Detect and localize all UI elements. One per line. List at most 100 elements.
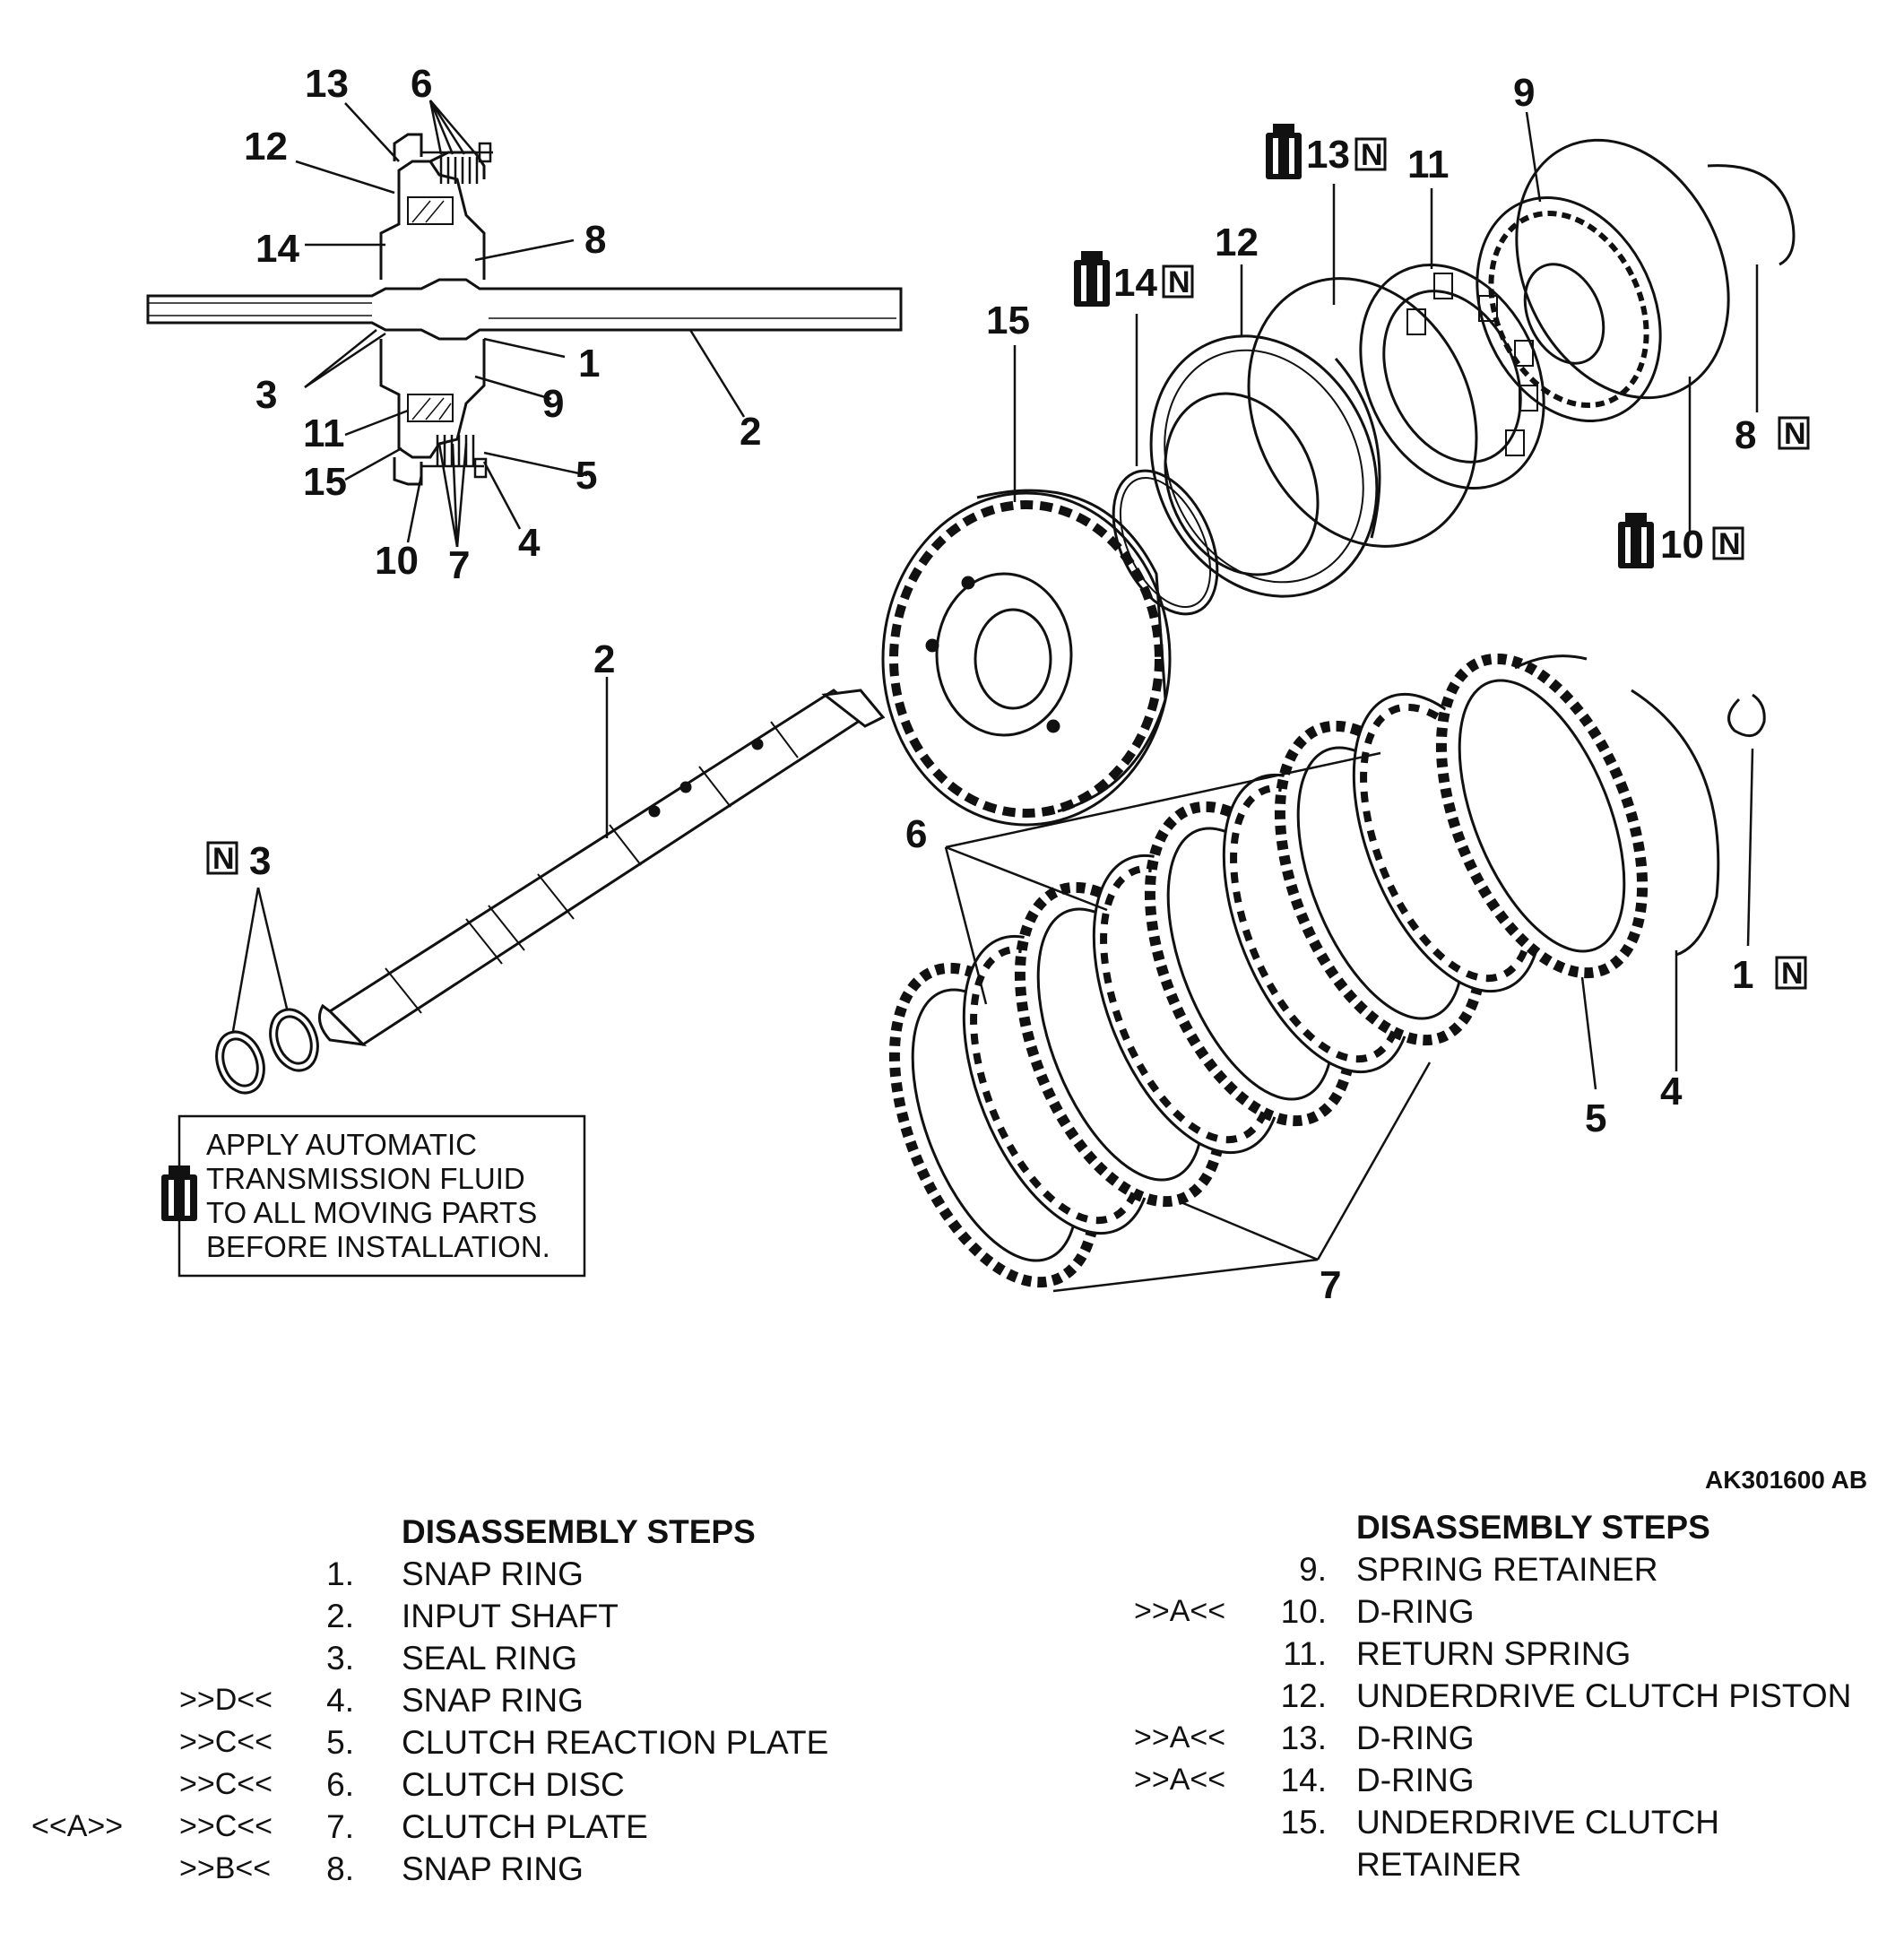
step-row: <<A>> >>C<< 7. CLUTCH PLATE: [0, 1806, 896, 1848]
step-code: >>A<<: [1134, 1763, 1226, 1797]
section-upper-clutch-pack: [421, 142, 493, 184]
step-row: 2. INPUT SHAFT: [0, 1595, 896, 1637]
section-callout-14: 14: [255, 227, 299, 271]
exploded-callout-8: 8: [1735, 413, 1756, 457]
step-number: 13.: [1280, 1720, 1327, 1756]
step-number: 12.: [1280, 1677, 1327, 1714]
step-row: RETAINER: [1112, 1843, 1900, 1885]
n-mark-3: N: [212, 842, 235, 876]
step-name: D-RING: [1356, 1720, 1475, 1756]
clutch-pack-callouts: 6 1 N 5 4 7: [905, 812, 1807, 1307]
step-row: 3. SEAL RING: [0, 1637, 896, 1679]
exploded-callout-5: 5: [1585, 1096, 1606, 1140]
step-code: >>D<<: [179, 1683, 273, 1717]
d-ring-14: [1112, 469, 1219, 616]
step-row: >>A<< 14. D-RING: [1112, 1759, 1900, 1801]
oil-can-icon: [1618, 513, 1654, 568]
step-name: RETAINER: [1356, 1846, 1522, 1883]
underdrive-clutch-retainer: [881, 489, 1172, 827]
step-code: >>C<<: [179, 1809, 273, 1843]
step-name: CLUTCH DISC: [402, 1766, 625, 1803]
exploded-callout-9: 9: [1513, 71, 1535, 115]
step-row: >>C<< 6. CLUTCH DISC: [0, 1763, 896, 1806]
section-callouts: 13 6 12 14 8 1 3 2 9 11 15 5 10 7 4: [244, 62, 761, 587]
step-name: SEAL RING: [402, 1640, 578, 1677]
step-number: 8.: [326, 1850, 354, 1887]
section-callout-3: 3: [255, 373, 277, 417]
exploded-callout-10: 10: [1660, 523, 1704, 567]
section-callout-11: 11: [303, 412, 345, 455]
step-row: >>C<< 5. CLUTCH REACTION PLATE: [0, 1721, 896, 1763]
section-callout-5: 5: [576, 454, 597, 498]
step-name: CLUTCH REACTION PLATE: [402, 1724, 829, 1761]
section-callout-9: 9: [542, 382, 564, 426]
step-number: 1.: [326, 1555, 354, 1592]
d-ring-10: [1515, 138, 1730, 400]
step-name: SNAP RING: [402, 1682, 584, 1719]
exploded-callout-2: 2: [593, 637, 615, 681]
underdrive-clutch-piston: [1149, 334, 1381, 598]
step-name: UNDERDRIVE CLUTCH: [1356, 1804, 1719, 1841]
step-name: SPRING RETAINER: [1356, 1551, 1658, 1588]
return-spring: [1359, 264, 1545, 490]
step-number: 10.: [1280, 1593, 1327, 1630]
section-callout-2: 2: [740, 410, 761, 454]
exploded-callout-4: 4: [1660, 1070, 1683, 1113]
section-callout-12: 12: [244, 125, 288, 169]
snap-ring-8: [1707, 164, 1796, 266]
step-row: 9. SPRING RETAINER: [1112, 1548, 1900, 1590]
step-name: SNAP RING: [402, 1555, 584, 1592]
clutch-pack-leaders: [944, 748, 1754, 1293]
section-callout-8: 8: [584, 218, 606, 262]
step-number: 15.: [1280, 1804, 1327, 1841]
section-callout-4: 4: [518, 521, 541, 565]
oil-can-icon: [1266, 124, 1302, 179]
spring-retainer: [1476, 196, 1662, 422]
step-name: D-RING: [1356, 1593, 1475, 1630]
note-box: APPLY AUTOMATIC TRANSMISSION FLUID TO AL…: [161, 1114, 586, 1278]
exploded-callout-6: 6: [905, 812, 927, 856]
step-code-install: <<A>>: [31, 1809, 124, 1843]
clutch-pack: [888, 653, 1649, 1288]
step-number: 6.: [326, 1766, 354, 1803]
note-line-2: TRANSMISSION FLUID: [206, 1162, 525, 1195]
n-mark-8: N: [1784, 417, 1806, 451]
snap-ring-1: [1727, 693, 1766, 738]
step-name: D-RING: [1356, 1762, 1475, 1798]
input-shaft: [317, 689, 886, 1047]
step-number: 2.: [326, 1598, 354, 1634]
step-code: >>A<<: [1134, 1720, 1226, 1755]
exploded-callout-11: 11: [1407, 143, 1450, 186]
step-code: >>A<<: [1134, 1594, 1226, 1628]
step-number: 7.: [326, 1808, 354, 1845]
step-number: 3.: [326, 1640, 354, 1677]
exploded-callouts-top: 9 11 13 N 12 14 N 15 8 N 10 N: [986, 71, 1810, 568]
disassembly-steps-left: DISASSEMBLY STEPS 1. SNAP RING 2. INPUT …: [0, 1511, 896, 1890]
step-row: 15. UNDERDRIVE CLUTCH: [1112, 1801, 1900, 1843]
exploded-callout-15: 15: [986, 299, 1030, 342]
n-mark-14: N: [1168, 265, 1190, 299]
step-name: SNAP RING: [402, 1850, 584, 1887]
step-name: CLUTCH PLATE: [402, 1808, 648, 1845]
oil-can-icon: [1074, 251, 1110, 307]
steps-heading-left: DISASSEMBLY STEPS: [402, 1513, 756, 1550]
step-number: 9.: [1299, 1551, 1327, 1588]
section-callout-6: 6: [411, 62, 432, 106]
section-input-shaft: [146, 278, 903, 341]
step-row: 1. SNAP RING: [0, 1553, 896, 1595]
step-number: 11.: [1283, 1635, 1327, 1672]
d-ring-13: [1247, 277, 1478, 548]
exploded-callout-14: 14: [1113, 261, 1157, 305]
exploded-callout-12: 12: [1215, 221, 1259, 264]
leader-3: [231, 887, 289, 1032]
snap-ring-4: [1631, 689, 1720, 957]
n-mark-13: N: [1361, 138, 1383, 172]
step-code: >>C<<: [179, 1767, 273, 1801]
note-line-1: APPLY AUTOMATIC: [206, 1128, 477, 1161]
steps-heading-right: DISASSEMBLY STEPS: [1356, 1509, 1710, 1546]
section-view: [146, 133, 903, 486]
step-number: 5.: [326, 1724, 354, 1761]
n-mark-1: N: [1781, 957, 1804, 991]
